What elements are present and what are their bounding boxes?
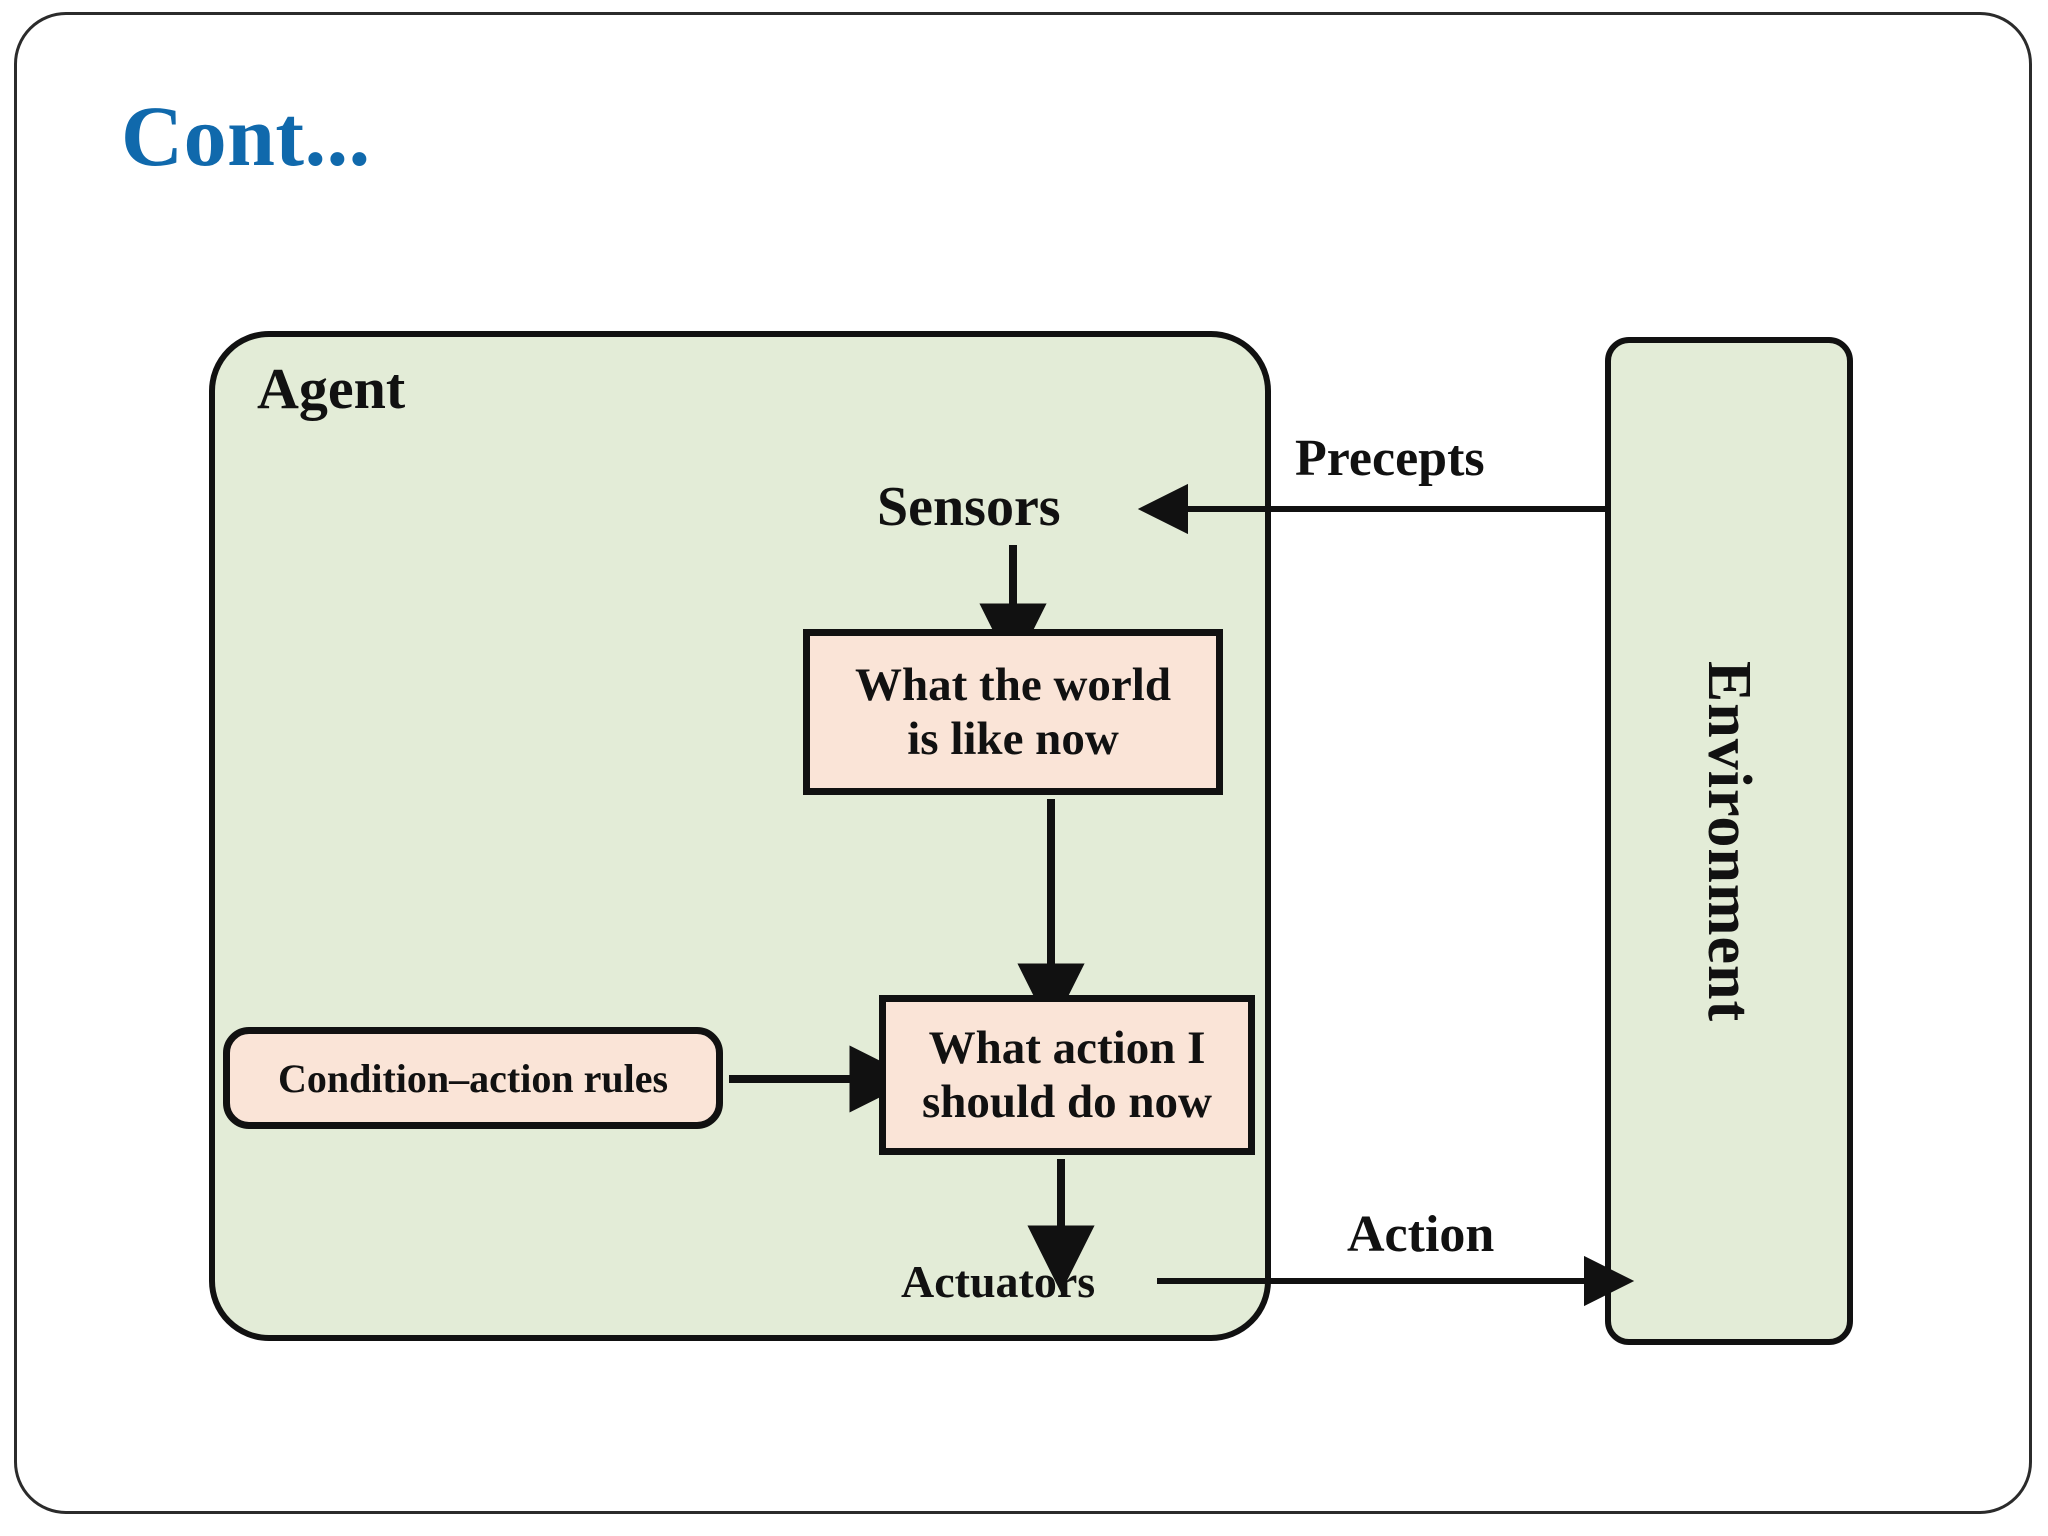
action-selection-line-1: What action I [928, 1021, 1206, 1074]
agent-container [209, 331, 1271, 1341]
world-state-box: What the world is like now [803, 629, 1223, 795]
world-state-line-1: What the world [855, 658, 1171, 711]
slide-frame: Cont... Agent Environment [14, 12, 2032, 1514]
condition-action-rules-box: Condition–action rules [223, 1027, 723, 1129]
action-selection-line-2: should do now [922, 1076, 1212, 1128]
page-title: Cont... [121, 88, 371, 184]
action-selection-box: What action I should do now [879, 995, 1255, 1155]
precepts-edge-label: Precepts [1295, 430, 1485, 487]
environment-container [1605, 337, 1853, 1345]
agent-container-label: Agent [257, 356, 406, 421]
actuators-label: Actuators [901, 1256, 1096, 1307]
agent-architecture-diagram: Agent Environment [17, 15, 2035, 1517]
world-state-line-2: is like now [907, 713, 1119, 765]
action-edge-label: Action [1347, 1206, 1495, 1263]
sensors-label: Sensors [877, 476, 1061, 538]
